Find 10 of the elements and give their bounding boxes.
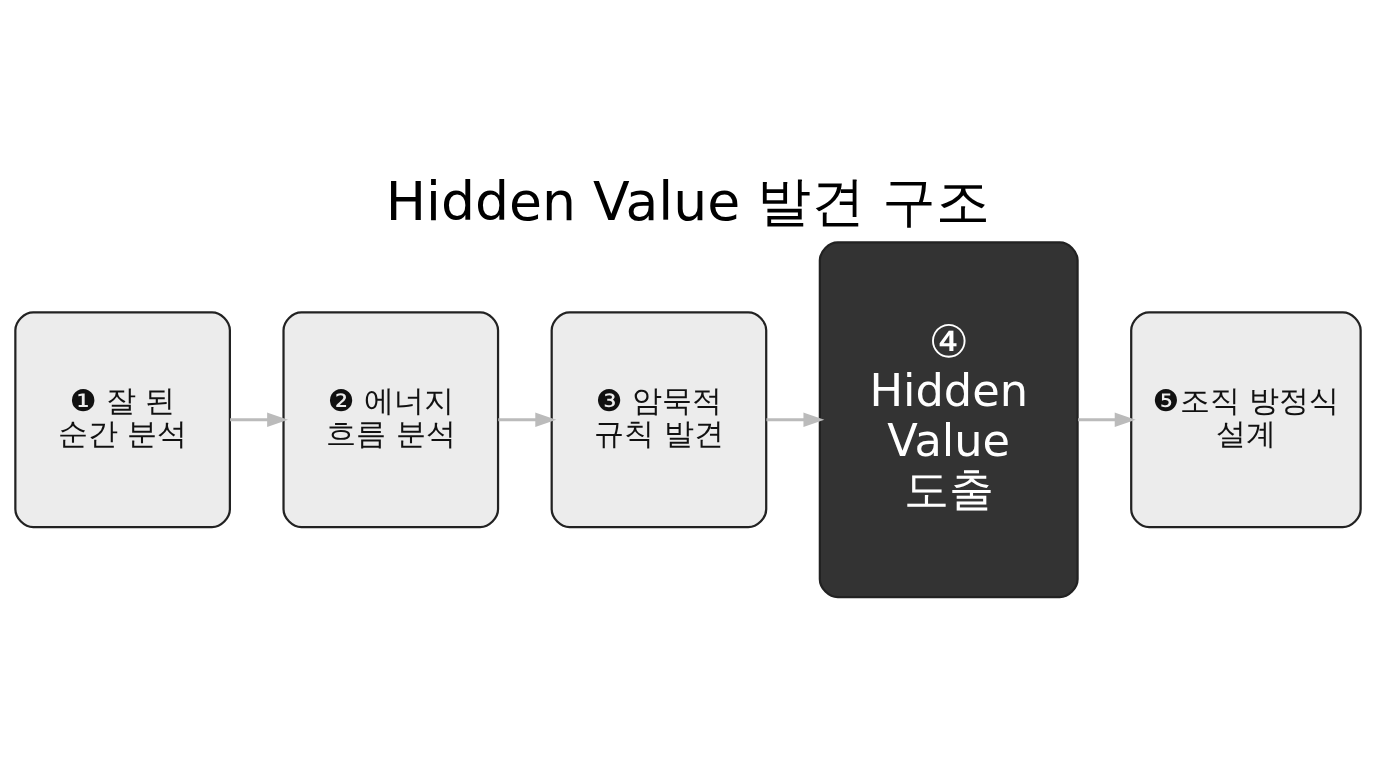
node-box: ❷ 에너지 흐름 분석	[282, 311, 500, 529]
node-box: ❺조직 방정식 설계	[1130, 311, 1362, 529]
arrow	[1077, 412, 1136, 428]
node-box: ❶ 잘 된 순간 분석	[14, 311, 231, 529]
arrow	[766, 412, 825, 428]
arrow	[230, 412, 289, 428]
arrow	[498, 412, 557, 428]
node-box: ④ Hidden Value 도출	[818, 241, 1079, 599]
node-box: ❸ 암묵적 규칙 발견	[550, 311, 768, 529]
diagram-title: Hidden Value 발견 구조	[385, 169, 991, 233]
